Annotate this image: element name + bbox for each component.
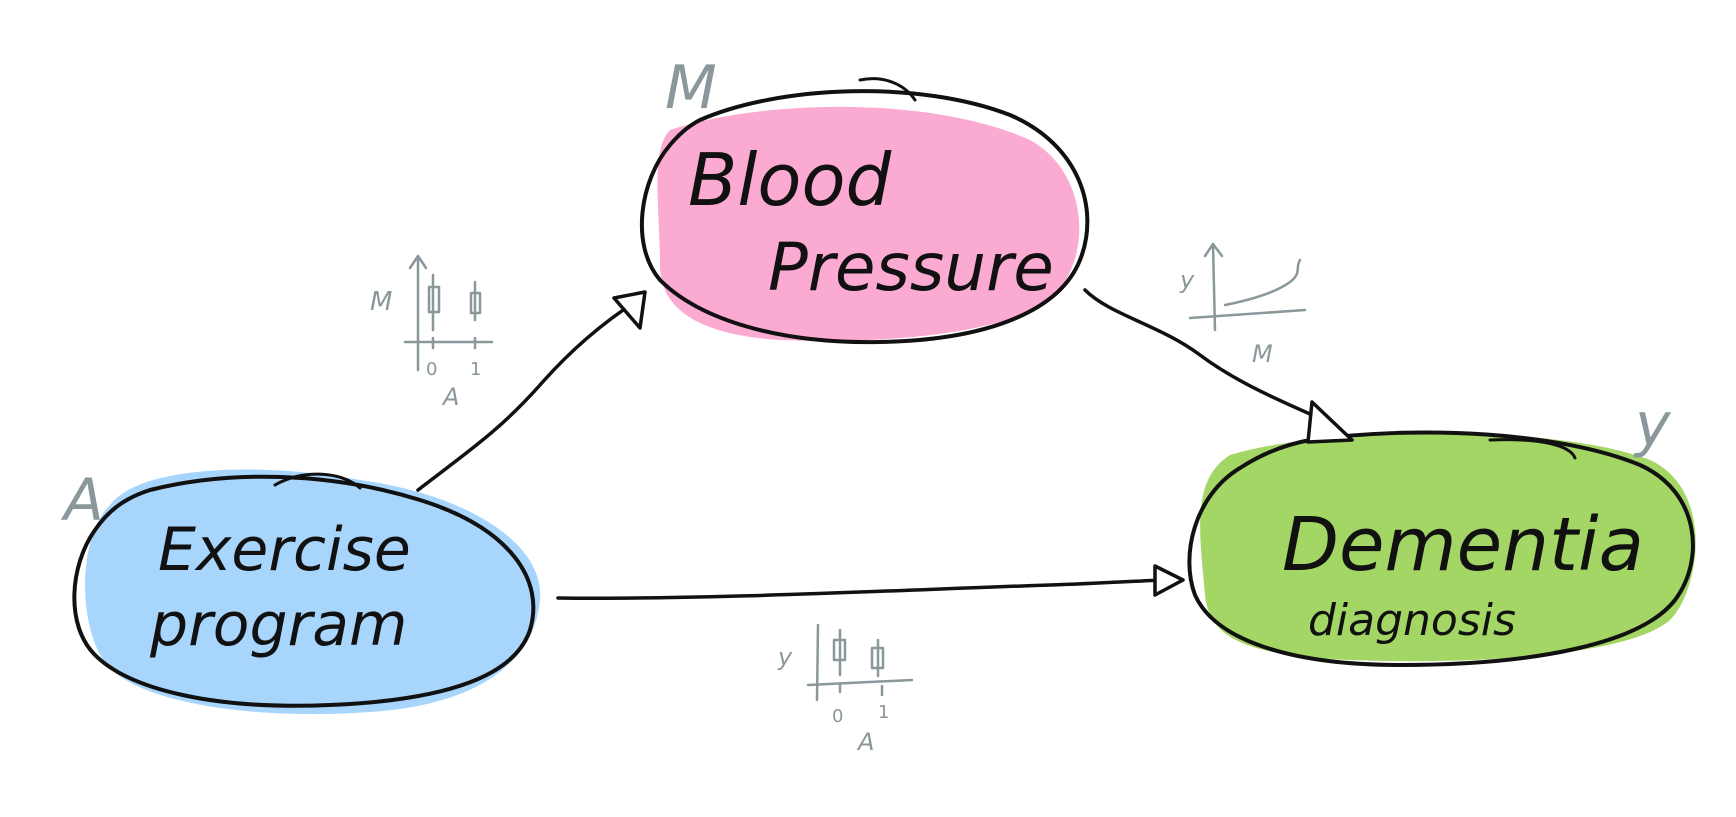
node-dementia-scribble <box>1488 438 1577 460</box>
mini-plot-a-to-m-y-axis <box>408 254 428 372</box>
mini-plot-a-to-y-y-label: y <box>777 643 793 671</box>
node-blood-pressure-letter: M <box>665 53 717 123</box>
mini-plot-a-to-m-x-label: A <box>441 383 459 411</box>
node-dementia-label-line2: diagnosis <box>1308 595 1516 646</box>
node-dementia-fill <box>1200 433 1696 662</box>
edge-exercise-to-blood-pressure-line <box>416 298 640 492</box>
edge-blood-pressure-to-dementia <box>1083 288 1354 444</box>
node-blood-pressure-label-line2: Pressure <box>768 229 1054 306</box>
mini-plot-a-to-y-box-1 <box>870 638 885 697</box>
mini-plot-a-to-m-tick-0: 0 <box>426 359 437 380</box>
mini-plot-a-to-y-tick-1: 1 <box>878 702 889 723</box>
mini-plot-m-to-y-x-label: M <box>1252 340 1273 368</box>
node-dementia-label-line1: Dementia <box>1282 502 1644 588</box>
node-exercise-scribble <box>273 472 362 490</box>
node-exercise-letter: A <box>60 466 104 534</box>
node-dementia: y Dementia diagnosis <box>1187 390 1696 667</box>
mini-plot-a-to-y: y 0 1 A <box>777 623 914 756</box>
node-blood-pressure: M Blood Pressure <box>639 53 1090 345</box>
edge-exercise-to-dementia-head <box>1153 564 1185 597</box>
node-exercise: A Exercise program <box>60 466 541 715</box>
edge-blood-pressure-to-dementia-line <box>1083 288 1337 427</box>
mini-plot-m-to-y-curve <box>1223 258 1302 307</box>
node-blood-pressure-outline <box>639 89 1090 345</box>
mini-plot-m-to-y-y-label: y <box>1179 266 1195 294</box>
node-blood-pressure-fill <box>657 106 1080 341</box>
mini-plot-a-to-m-box-1 <box>469 280 482 350</box>
mini-plot-a-to-m-tick-1: 1 <box>470 359 481 380</box>
mini-plot-a-to-m-y-label: M <box>370 287 392 317</box>
edge-exercise-to-dementia-line <box>556 578 1172 601</box>
node-blood-pressure-scribble <box>858 77 917 102</box>
mini-plot-a-to-y-box-0 <box>832 628 847 694</box>
mini-plot-a-to-m-box-0 <box>427 273 441 350</box>
node-exercise-outline <box>72 474 536 708</box>
node-exercise-fill <box>85 469 541 715</box>
edge-exercise-to-blood-pressure-head <box>612 290 647 330</box>
edge-blood-pressure-to-dementia-head <box>1306 400 1354 444</box>
node-dementia-letter: y <box>1633 390 1672 460</box>
mini-plot-m-to-y: y M <box>1179 242 1307 368</box>
mini-plot-a-to-y-x-axis <box>806 678 914 687</box>
edge-exercise-to-dementia <box>556 564 1185 601</box>
node-blood-pressure-label-line1: Blood <box>688 138 893 222</box>
node-exercise-label-line1: Exercise <box>158 515 411 585</box>
mini-plot-a-to-m: M 0 1 A <box>370 254 494 411</box>
mini-plot-a-to-y-tick-0: 0 <box>832 706 843 727</box>
mini-plot-a-to-y-y-axis <box>815 623 820 702</box>
mini-plot-m-to-y-x-axis <box>1188 308 1307 320</box>
node-exercise-label-line2: program <box>149 590 407 660</box>
mini-plot-a-to-y-x-label: A <box>856 728 874 756</box>
edge-exercise-to-blood-pressure <box>416 290 647 492</box>
node-dementia-outline <box>1187 430 1695 667</box>
